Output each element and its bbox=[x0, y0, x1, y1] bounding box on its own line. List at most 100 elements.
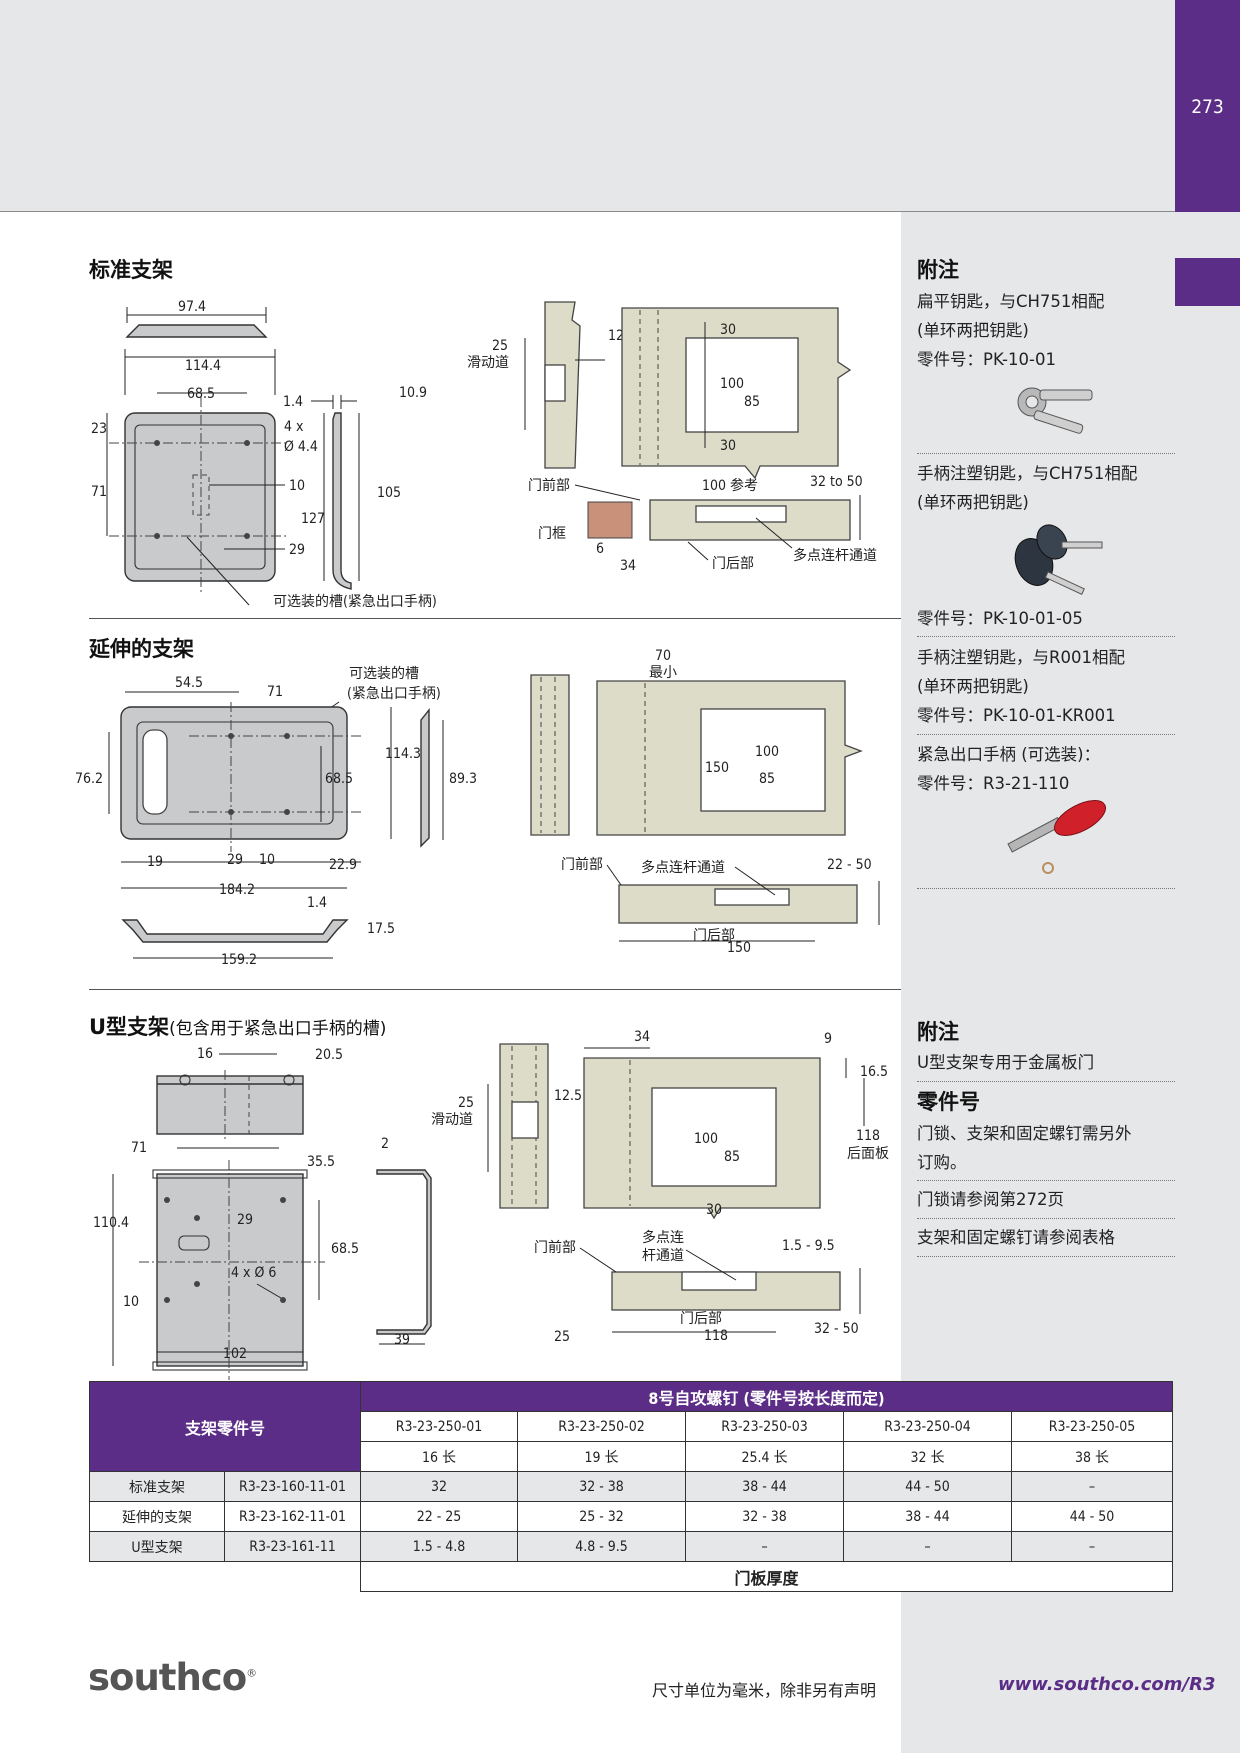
door-cutout bbox=[700, 708, 826, 812]
dim-text: 150 bbox=[705, 760, 729, 776]
value-cell: 32 bbox=[360, 1471, 518, 1502]
dim-text: 16.5 bbox=[860, 1064, 888, 1080]
dim-text: 159.2 bbox=[221, 952, 257, 968]
bracket-part-cell: R3-23-162-11-01 bbox=[224, 1501, 361, 1532]
website-link[interactable]: www.southco.com/R3 bbox=[998, 1674, 1216, 1695]
dim-text: 100 bbox=[694, 1131, 718, 1147]
value-cell: 38 - 44 bbox=[843, 1501, 1012, 1532]
dim-text: 25 bbox=[492, 338, 508, 354]
label-channel: 多点连杆通道 bbox=[793, 547, 877, 564]
dim-text: 10.9 bbox=[399, 385, 427, 401]
dim-text: 102 bbox=[223, 1346, 247, 1362]
note-divider bbox=[917, 888, 1175, 889]
logo-text: southco bbox=[88, 1656, 247, 1699]
bracket-plate bbox=[120, 706, 348, 840]
flat-key-icon bbox=[1017, 387, 1093, 434]
label-front: 门前部 bbox=[561, 856, 603, 873]
length-cell: 32 长 bbox=[843, 1441, 1012, 1472]
dim-text: 29 bbox=[227, 852, 243, 868]
dim-text: 110.4 bbox=[93, 1215, 129, 1231]
bracket-plate bbox=[124, 412, 276, 582]
profile-shape bbox=[125, 324, 268, 338]
key3-part: 零件号：PK-10-01-KR001 bbox=[917, 706, 1116, 725]
extended-bracket-drawing: 54.5 71 可选装的槽 (紧急出口手柄) 76.2 68.5 114.3 8… bbox=[75, 666, 477, 968]
u-top-view bbox=[156, 1075, 304, 1135]
section-title-standard: 标准支架 bbox=[89, 258, 173, 282]
label-front: 门前部 bbox=[534, 1239, 576, 1256]
section-title-extended: 延伸的支架 bbox=[89, 637, 194, 661]
dim-text: 30 bbox=[720, 322, 736, 338]
dim-text: 30 bbox=[720, 438, 736, 454]
length-cell: 16 长 bbox=[360, 1441, 518, 1472]
dim-text: 85 bbox=[724, 1149, 740, 1165]
dim-text: 71 bbox=[267, 684, 283, 700]
dim-text: 34 bbox=[634, 1029, 650, 1045]
dim-text: 34 bbox=[620, 558, 636, 574]
dim-text: 68.5 bbox=[187, 386, 215, 402]
section-divider bbox=[89, 989, 901, 990]
extended-door-drawing: 70 最小 100 150 85 门前部 多点连杆通道 22 - 50 门后部 … bbox=[530, 648, 880, 956]
u-note: U型支架专用于金属板门 bbox=[917, 1053, 1095, 1072]
dim-text: 32 - 50 bbox=[814, 1321, 859, 1337]
note-divider bbox=[917, 1081, 1175, 1082]
key1-part: 零件号：PK-10-01 bbox=[917, 350, 1056, 369]
dim-text: 19 bbox=[147, 854, 163, 870]
side-profile bbox=[420, 708, 430, 848]
label-front: 门前部 bbox=[528, 477, 570, 494]
slot-note-2: (紧急出口手柄) bbox=[347, 686, 441, 702]
dim-text: 105 bbox=[377, 485, 401, 501]
dim-text: 29 bbox=[237, 1212, 253, 1228]
dim-text: 118 bbox=[704, 1328, 728, 1344]
dim-text: 71 bbox=[131, 1140, 147, 1156]
dim-text: 100 参考 bbox=[702, 477, 758, 494]
screw-part-cell: R3-23-250-05 bbox=[1011, 1411, 1173, 1442]
slide-label: 滑动道 bbox=[467, 354, 509, 371]
length-cell: 38 长 bbox=[1011, 1441, 1173, 1472]
dim-text: 9 bbox=[824, 1031, 832, 1047]
note-divider bbox=[917, 1218, 1175, 1219]
dim-text: 114.3 bbox=[385, 746, 421, 762]
value-cell: 38 - 44 bbox=[685, 1471, 844, 1502]
door-frame-block bbox=[587, 501, 633, 539]
slot-note-1: 可选装的槽 bbox=[349, 666, 419, 682]
door-edge-view bbox=[530, 674, 570, 836]
note-divider bbox=[917, 1256, 1175, 1257]
label-back: 后面板 bbox=[847, 1146, 889, 1162]
dim-text: Ø 4.4 bbox=[284, 439, 318, 455]
value-cell: – bbox=[685, 1531, 844, 1562]
dim-text: 10 bbox=[123, 1294, 139, 1310]
dim-text: 4 x bbox=[284, 419, 304, 435]
label-channel-2: 杆通道 bbox=[642, 1248, 684, 1264]
value-cell: – bbox=[1011, 1531, 1173, 1562]
dim-text: 1.4 bbox=[307, 895, 327, 911]
page-tab bbox=[1175, 0, 1240, 212]
value-cell: 32 - 38 bbox=[685, 1501, 844, 1532]
dim-text: 2 bbox=[381, 1136, 389, 1152]
bracket-part-cell: R3-23-160-11-01 bbox=[224, 1471, 361, 1502]
dim-text: 1.5 - 9.5 bbox=[782, 1238, 835, 1254]
dim-text: 114.4 bbox=[185, 358, 221, 374]
dim-text: 68.5 bbox=[331, 1241, 359, 1257]
dim-text: 97.4 bbox=[178, 299, 206, 315]
table-row: 延伸的支架 R3-23-162-11-01 22 - 25 25 - 32 32… bbox=[89, 1501, 1173, 1532]
dim-text: 1.4 bbox=[283, 394, 303, 410]
u-plate bbox=[156, 1173, 304, 1367]
note-divider bbox=[917, 1180, 1175, 1181]
length-cell: 25.4 长 bbox=[685, 1441, 844, 1472]
value-cell: 32 - 38 bbox=[517, 1471, 686, 1502]
screw-part-cell: R3-23-250-01 bbox=[360, 1411, 518, 1442]
key2-line1: 手柄注塑钥匙，与CH751相配 bbox=[917, 464, 1138, 483]
page-number: 273 bbox=[1191, 96, 1224, 118]
bracket-name-cell: 标准支架 bbox=[89, 1471, 225, 1502]
key1-line2: (单环两把钥匙) bbox=[917, 321, 1029, 340]
label-channel-1: 多点连 bbox=[642, 1229, 684, 1246]
dim-text: 17.5 bbox=[367, 921, 395, 937]
label-rear: 门后部 bbox=[693, 928, 735, 944]
u-bracket-title: U型支架 bbox=[89, 1015, 170, 1039]
value-cell: – bbox=[1011, 1471, 1173, 1502]
standard-door-drawing: 25 滑动道 12.5 30 100 85 30 门前部 100 参考 32 t… bbox=[467, 301, 877, 574]
standard-bracket-drawing: 97.4 114.4 68.5 23 71 4 x Ø 4.4 10 29 12… bbox=[91, 299, 437, 610]
screw-header: 8号自攻螺钉 (零件号按长度而定) bbox=[360, 1381, 1173, 1412]
dim-text: 184.2 bbox=[219, 882, 255, 898]
value-cell: – bbox=[843, 1531, 1012, 1562]
